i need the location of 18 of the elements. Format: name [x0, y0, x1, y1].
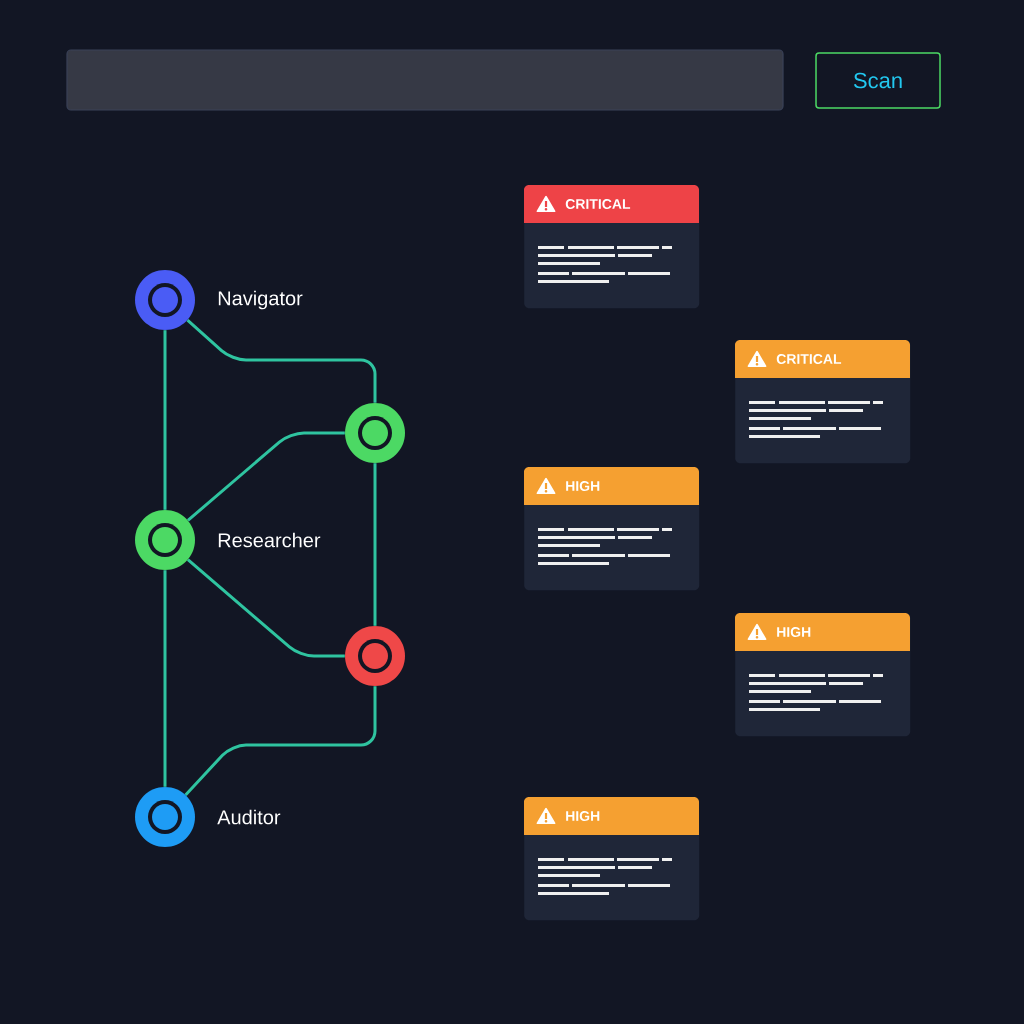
- agent-label: Researcher: [218, 532, 321, 548]
- agent-node: [345, 626, 405, 686]
- connector-line: [186, 431, 345, 522]
- agent-node: [345, 403, 405, 463]
- connector-line: [373, 463, 377, 626]
- connector-line: [163, 570, 167, 787]
- alert-card: HIGH: [524, 467, 700, 591]
- alert-card: HIGH: [524, 797, 700, 921]
- connector-line: [184, 686, 377, 796]
- connector-line: [186, 319, 377, 403]
- alert-card: CRITICAL: [735, 340, 911, 464]
- alert-card: CRITICAL: [524, 185, 700, 309]
- connector-line: [186, 558, 345, 658]
- agent-label: Auditor: [217, 809, 281, 825]
- agent-label: Navigator: [218, 290, 303, 310]
- connector-line: [163, 330, 167, 510]
- alert-card: HIGH: [735, 613, 911, 737]
- scan-button: Scan: [815, 52, 941, 109]
